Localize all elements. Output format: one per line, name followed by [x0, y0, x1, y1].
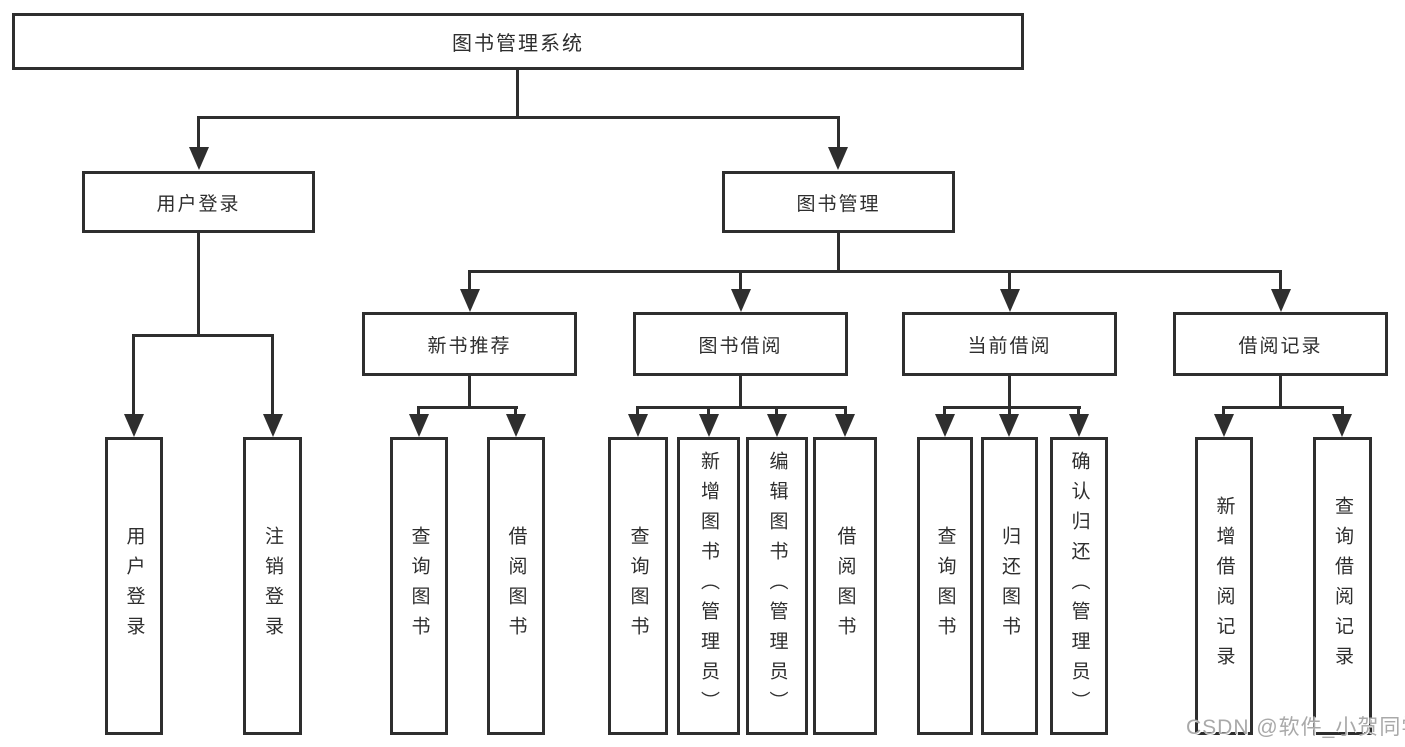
- node-user-login-label: 用户登录: [156, 193, 241, 215]
- arrowhead-borrow-records: [1271, 289, 1291, 312]
- leaf-add-book-admin: 新增图书（管理员）: [677, 437, 740, 735]
- leaf-query-book-2: 查询图书: [608, 437, 668, 735]
- connector-borrow-records-hline: [1222, 406, 1344, 409]
- leaf-confirm-return-admin: 确认归还（管理员）: [1050, 437, 1108, 735]
- connector-new-book-hline: [417, 406, 518, 409]
- leaf-user-login: 用户登录: [105, 437, 163, 735]
- leaf-query-borrow-record: 查询借阅记录: [1313, 437, 1372, 735]
- leaf-query-book-3-label: 查询图书: [934, 526, 956, 646]
- arrowhead-query-record: [1332, 414, 1352, 437]
- leaf-query-borrow-record-label: 查询借阅记录: [1332, 496, 1353, 676]
- node-borrow-records: 借阅记录: [1173, 312, 1388, 376]
- connector-drop-query-book-3: [943, 406, 946, 416]
- arrowhead-current-borrow: [1000, 289, 1020, 312]
- connector-book-management-hline: [469, 270, 1282, 273]
- connector-drop-query-record: [1341, 406, 1344, 416]
- node-borrow-records-label: 借阅记录: [1238, 335, 1323, 357]
- arrowhead-leaf-logout: [263, 414, 283, 437]
- csdn-watermark: CSDN @软件_小贺同学: [1186, 716, 1405, 739]
- leaf-confirm-return-admin-label: 确认归还（管理员）: [1068, 451, 1090, 721]
- arrowhead-edit-book: [767, 414, 787, 437]
- node-current-borrow-label: 当前借阅: [967, 335, 1052, 357]
- connector-drop-leaf-logout: [271, 334, 274, 416]
- leaf-return-book: 归还图书: [981, 437, 1038, 735]
- node-current-borrow: 当前借阅: [902, 312, 1117, 376]
- node-new-book-recommend-label: 新书推荐: [427, 335, 512, 357]
- arrowhead-borrow-book-1: [506, 414, 526, 437]
- connector-drop-book-borrow: [739, 270, 742, 292]
- arrowhead-return-book: [999, 414, 1019, 437]
- leaf-borrow-book-1: 借阅图书: [487, 437, 545, 735]
- connector-drop-edit-book: [775, 406, 778, 416]
- leaf-return-book-label: 归还图书: [999, 526, 1020, 646]
- arrowhead-leaf-user-login: [124, 414, 144, 437]
- arrowhead-user-login: [189, 147, 209, 170]
- connector-drop-leaf-user-login: [132, 334, 135, 416]
- connector-root-hline: [197, 116, 840, 119]
- leaf-logout-label: 注销登录: [262, 526, 283, 646]
- connector-drop-borrow-book-1: [514, 406, 517, 416]
- node-book-management: 图书管理: [722, 171, 955, 233]
- connector-drop-query-book-2: [636, 406, 639, 416]
- connector-borrow-records-stem: [1279, 376, 1282, 409]
- leaf-borrow-book-2: 借阅图书: [813, 437, 877, 735]
- arrowhead-borrow-book-2: [835, 414, 855, 437]
- leaf-query-book-1-label: 查询图书: [408, 526, 430, 646]
- connector-drop-borrow-book-2: [844, 406, 847, 416]
- connector-book-borrow-stem: [739, 376, 742, 409]
- node-book-borrow-label: 图书借阅: [698, 335, 783, 357]
- connector-book-borrow-hline: [636, 406, 847, 409]
- arrowhead-new-book: [460, 289, 480, 312]
- leaf-add-book-admin-label: 新增图书（管理员）: [698, 451, 719, 721]
- leaf-user-login-label: 用户登录: [123, 526, 145, 646]
- arrowhead-query-book-3: [935, 414, 955, 437]
- connector-user-login-stem: [197, 233, 200, 337]
- node-book-management-label: 图书管理: [796, 193, 881, 215]
- connector-drop-new-book: [468, 270, 471, 292]
- node-library-system: 图书管理系统: [12, 13, 1024, 70]
- connector-drop-add-book: [707, 406, 710, 416]
- connector-drop-add-record: [1222, 406, 1225, 416]
- arrowhead-add-book: [699, 414, 719, 437]
- leaf-add-borrow-record-label: 新增借阅记录: [1213, 496, 1235, 676]
- connector-book-management-stem: [837, 233, 840, 273]
- leaf-borrow-book-2-label: 借阅图书: [834, 526, 856, 646]
- leaf-query-book-2-label: 查询图书: [627, 526, 649, 646]
- leaf-edit-book-admin: 编辑图书（管理员）: [746, 437, 808, 735]
- connector-root-stem: [516, 70, 519, 119]
- connector-current-borrow-stem: [1008, 376, 1011, 409]
- arrowhead-add-record: [1214, 414, 1234, 437]
- leaf-add-borrow-record: 新增借阅记录: [1195, 437, 1253, 735]
- leaf-query-book-1: 查询图书: [390, 437, 448, 735]
- connector-drop-user-login: [197, 116, 200, 149]
- leaf-edit-book-admin-label: 编辑图书（管理员）: [766, 451, 788, 721]
- leaf-borrow-book-1-label: 借阅图书: [505, 526, 527, 646]
- connector-current-borrow-hline: [943, 406, 1081, 409]
- connector-drop-borrow-records: [1279, 270, 1282, 292]
- connector-drop-current-borrow: [1008, 270, 1011, 292]
- connector-drop-confirm-return: [1077, 406, 1080, 416]
- leaf-logout: 注销登录: [243, 437, 302, 735]
- node-library-system-label: 图书管理系统: [452, 33, 584, 55]
- arrowhead-query-book-2: [628, 414, 648, 437]
- arrowhead-confirm-return: [1069, 414, 1089, 437]
- arrowhead-query-book-1: [409, 414, 429, 437]
- connector-user-login-hline: [132, 334, 274, 337]
- connector-drop-book-management: [837, 116, 840, 149]
- arrowhead-book-management: [828, 147, 848, 170]
- node-user-login: 用户登录: [82, 171, 315, 233]
- leaf-query-book-3: 查询图书: [917, 437, 973, 735]
- connector-drop-return-book: [1008, 406, 1011, 416]
- arrowhead-book-borrow: [731, 289, 751, 312]
- connector-new-book-stem: [468, 376, 471, 409]
- node-new-book-recommend: 新书推荐: [362, 312, 577, 376]
- connector-drop-query-book-1: [417, 406, 420, 416]
- node-book-borrow: 图书借阅: [633, 312, 848, 376]
